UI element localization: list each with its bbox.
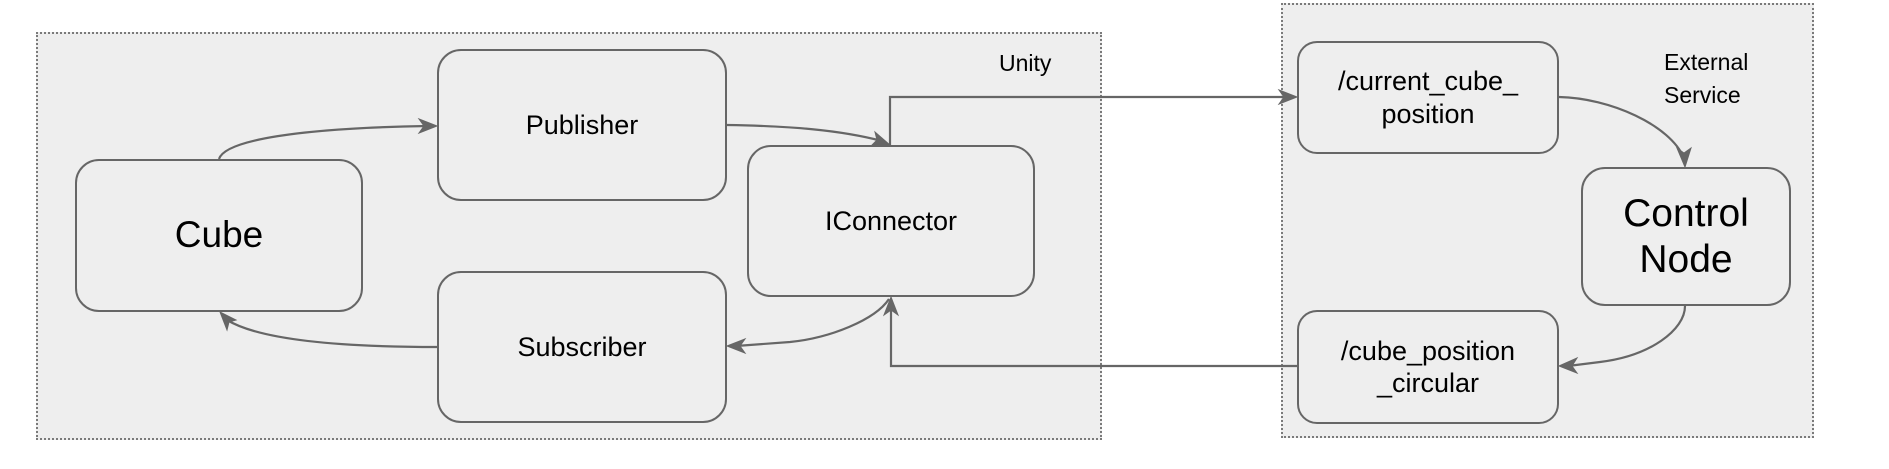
subscriber-node[interactable]: Subscriber <box>437 271 727 423</box>
control-node[interactable]: Control Node <box>1581 167 1791 306</box>
publisher-node-label: Publisher <box>525 109 639 140</box>
external-service-group-label: External Service <box>1664 49 1749 108</box>
iconnector-node-label: IConnector <box>824 205 958 236</box>
subscriber-node-label: Subscriber <box>517 331 647 362</box>
current-cube-position-node-label: /current_cube_ position <box>1337 66 1519 129</box>
publisher-node[interactable]: Publisher <box>437 49 727 201</box>
iconnector-node[interactable]: IConnector <box>747 145 1035 297</box>
cube-position-circular-node-label: /cube_position _circular <box>1340 335 1516 398</box>
unity-group-label: Unity <box>999 50 1052 76</box>
control-node-label: Control Node <box>1623 191 1749 281</box>
cube-position-circular-node[interactable]: /cube_position _circular <box>1297 310 1559 424</box>
cube-node[interactable]: Cube <box>75 159 363 312</box>
current-cube-position-node[interactable]: /current_cube_ position <box>1297 41 1559 154</box>
cube-node-label: Cube <box>174 214 264 256</box>
